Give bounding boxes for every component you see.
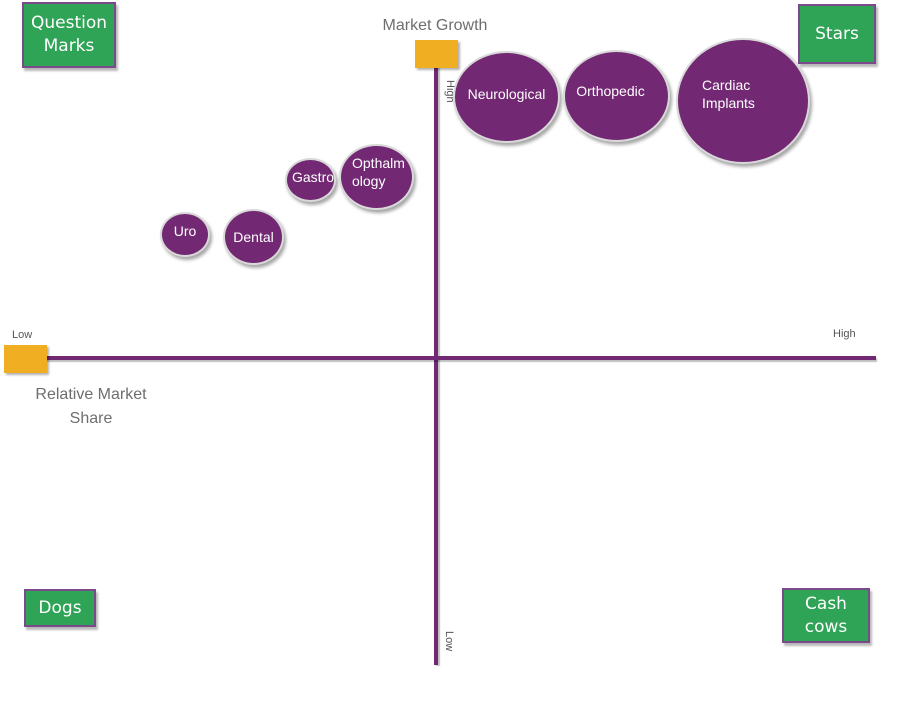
bubble-label: Gastro	[292, 169, 335, 185]
quadrant-label: Stars	[815, 23, 859, 44]
bubble-label: Uro	[173, 222, 197, 239]
x-axis-handle[interactable]	[4, 345, 47, 373]
bubble-ophthalmology[interactable]: Opthalm ology	[339, 144, 414, 210]
bubble-orthopedic[interactable]: Orthopedic	[563, 50, 670, 142]
bubble-label: Cardiac Implants	[702, 77, 755, 111]
bubble-cardiac-implants[interactable]: Cardiac Implants	[676, 38, 810, 164]
bubble-dental[interactable]: Dental	[223, 209, 284, 265]
quadrant-label: Cash cows	[804, 593, 848, 637]
y-axis-title: Market Growth	[382, 17, 488, 34]
x-axis-relative-market-share	[44, 356, 876, 360]
x-axis-low-label: Low	[12, 329, 33, 341]
quadrant-stars: Stars	[798, 4, 876, 64]
x-axis-high-label: High	[833, 328, 856, 340]
quadrant-question-marks: Question Marks	[22, 2, 116, 68]
x-axis-title-text: Relative Market Share	[35, 386, 147, 427]
bubble-label: Orthopedic	[576, 83, 645, 99]
quadrant-cash-cows: Cash cows	[782, 588, 870, 643]
bubble-label: Opthalm ology	[352, 155, 405, 189]
bubble-label: Dental	[233, 229, 274, 245]
y-axis-market-growth	[434, 66, 438, 665]
y-axis-handle[interactable]	[415, 40, 458, 68]
bubble-uro[interactable]: Uro	[160, 212, 210, 257]
y-axis-low-label: Low	[443, 631, 455, 652]
bubble-neurological[interactable]: Neurological	[453, 51, 560, 143]
quadrant-label: Dogs	[38, 597, 82, 618]
bubble-gastro[interactable]: Gastro	[285, 158, 336, 202]
quadrant-dogs: Dogs	[24, 589, 96, 627]
bubble-label: Neurological	[467, 86, 546, 102]
quadrant-label: Question Marks	[30, 13, 108, 56]
x-axis-title: Relative Market Share	[16, 383, 166, 431]
